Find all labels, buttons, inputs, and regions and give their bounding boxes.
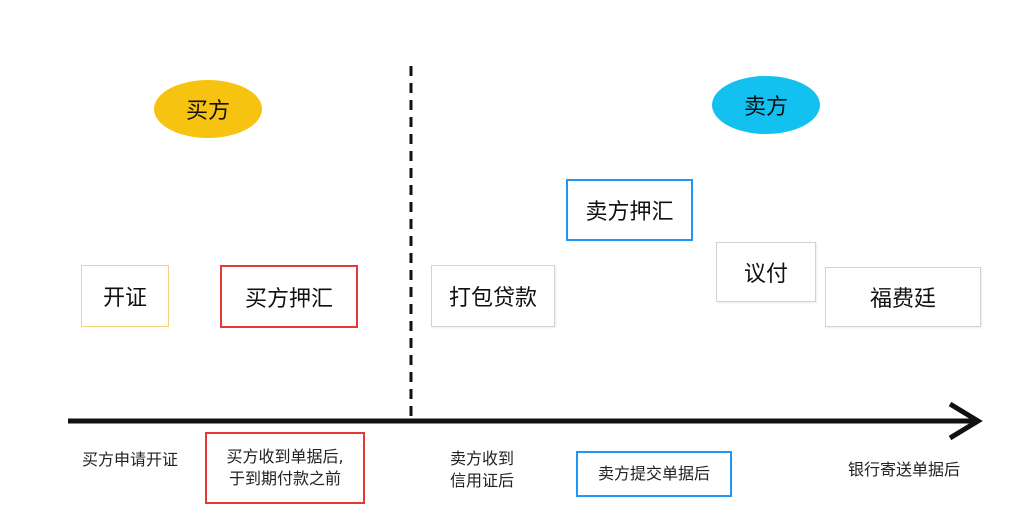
timeline-bank-send: 银行寄送单据后 (826, 456, 982, 484)
timeline-apply-lc: 买方申请开证 (66, 446, 194, 474)
stage-packing-loan-label: 打包贷款 (448, 286, 537, 311)
seller-label: 卖方 (743, 95, 788, 120)
timeline-seller-submit-text: 卖方提交单据后 (597, 464, 710, 483)
timeline-bank-send-text: 银行寄送单据后 (847, 460, 960, 479)
buyer-label: 买方 (185, 99, 230, 124)
stage-buyer-bill-label: 买方押汇 (244, 286, 333, 312)
timeline-apply-lc-text: 买方申请开证 (81, 450, 178, 469)
stage-kaizheng-label: 开证 (102, 286, 147, 311)
seller-oval: 卖方 (712, 76, 820, 134)
timeline-buyer-receipt-line1: 买方收到单据后, (226, 447, 344, 466)
stage-forfaiting-label: 福费廷 (869, 287, 936, 312)
timeline-buyer-receipt: 买方收到单据后, 于到期付款之前 (205, 432, 365, 504)
timeline-arrowhead (948, 401, 983, 441)
stage-negotiation: 议付 (716, 242, 816, 302)
timeline-seller-receive-lc-line2: 信用证后 (449, 471, 514, 490)
timeline-buyer-receipt-line2: 于到期付款之前 (228, 469, 341, 488)
buyer-oval: 买方 (154, 80, 262, 138)
stage-forfaiting: 福费廷 (825, 267, 981, 327)
stage-packing-loan: 打包贷款 (431, 265, 555, 327)
stage-seller-bill: 卖方押汇 (566, 179, 693, 241)
stage-kaizheng: 开证 (81, 265, 169, 327)
stage-buyer-bill: 买方押汇 (220, 265, 358, 328)
timeline-seller-receive-lc-line1: 卖方收到 (449, 449, 514, 468)
stage-negotiation-label: 议付 (743, 262, 788, 287)
timeline-seller-submit: 卖方提交单据后 (576, 451, 732, 497)
stage-seller-bill-label: 卖方押汇 (585, 200, 674, 225)
timeline-seller-receive-lc: 卖方收到 信用证后 (430, 446, 534, 494)
